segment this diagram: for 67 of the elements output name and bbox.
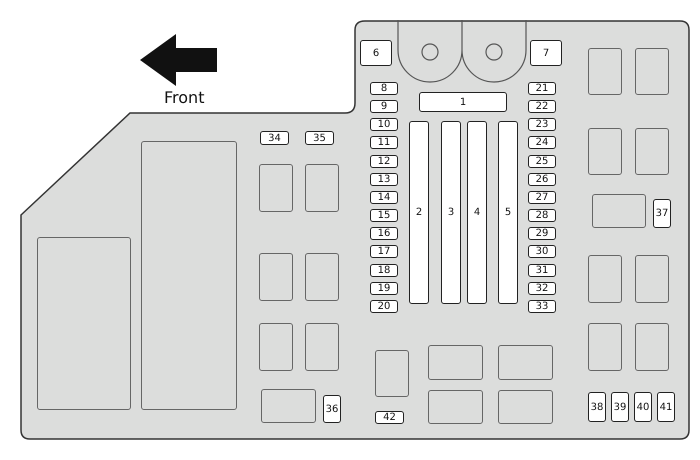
fuse: 4 <box>467 121 487 304</box>
fuse: 24 <box>528 136 556 150</box>
fuse: 35 <box>305 131 334 145</box>
fuse: 21 <box>528 82 556 95</box>
fuse: 26 <box>528 172 556 186</box>
fuse: 30 <box>528 245 556 258</box>
fuse: 23 <box>528 118 556 132</box>
relay-socket <box>305 323 339 371</box>
fuse: 9 <box>370 100 398 114</box>
relay-socket <box>428 345 483 380</box>
fuse: 29 <box>528 227 556 240</box>
fuse: 25 <box>528 154 556 168</box>
relay-socket <box>592 194 646 228</box>
fuse: 3 <box>441 121 461 304</box>
relay-socket <box>141 141 237 410</box>
fuse: 6 <box>360 40 392 66</box>
fuse: 36 <box>323 395 341 423</box>
fuse: 31 <box>528 264 556 276</box>
relay-socket <box>635 48 669 95</box>
relay-socket <box>259 253 293 301</box>
fuse: 10 <box>370 118 398 132</box>
relay-socket <box>261 389 316 423</box>
fuse: 37 <box>653 199 671 228</box>
fuse: 33 <box>528 300 556 313</box>
fuse: 2 <box>409 121 429 304</box>
fuse: 12 <box>370 154 398 168</box>
fuse: 13 <box>370 172 398 186</box>
fuse: 34 <box>260 131 289 145</box>
fuse: 8 <box>370 82 398 95</box>
relay-socket <box>635 255 669 303</box>
fuse: 28 <box>528 209 556 222</box>
relay-socket <box>588 128 622 175</box>
fuse-box-housing <box>20 20 690 440</box>
relay-socket <box>498 390 553 424</box>
relay-socket <box>375 350 409 397</box>
relay-socket <box>305 253 339 301</box>
relay-socket <box>37 237 131 410</box>
fuse: 18 <box>370 264 398 276</box>
relay-socket <box>635 323 669 371</box>
fuse: 32 <box>528 282 556 295</box>
fuse: 39 <box>611 392 629 422</box>
fuse: 14 <box>370 190 398 204</box>
fuse: 22 <box>528 100 556 114</box>
direction-label: Front <box>164 88 204 107</box>
fuse: 11 <box>370 136 398 150</box>
fuse: 20 <box>370 300 398 313</box>
relay-socket <box>588 323 622 371</box>
fuse: 17 <box>370 245 398 258</box>
fuse: 1 <box>419 92 507 112</box>
relay-socket <box>635 128 669 175</box>
relay-socket <box>588 48 622 95</box>
fuse: 19 <box>370 282 398 295</box>
fuse: 38 <box>588 392 606 422</box>
fuse: 5 <box>498 121 518 304</box>
fuse: 40 <box>634 392 652 422</box>
fuse: 42 <box>375 411 404 424</box>
relay-socket <box>305 164 339 212</box>
fuse: 16 <box>370 227 398 240</box>
relay-socket <box>498 345 553 380</box>
relay-socket <box>428 390 483 424</box>
fuse: 7 <box>530 40 562 66</box>
fuse: 15 <box>370 209 398 222</box>
fuse: 27 <box>528 190 556 204</box>
relay-socket <box>588 255 622 303</box>
relay-socket <box>259 323 293 371</box>
relay-socket <box>259 164 293 212</box>
fuse: 41 <box>657 392 675 422</box>
